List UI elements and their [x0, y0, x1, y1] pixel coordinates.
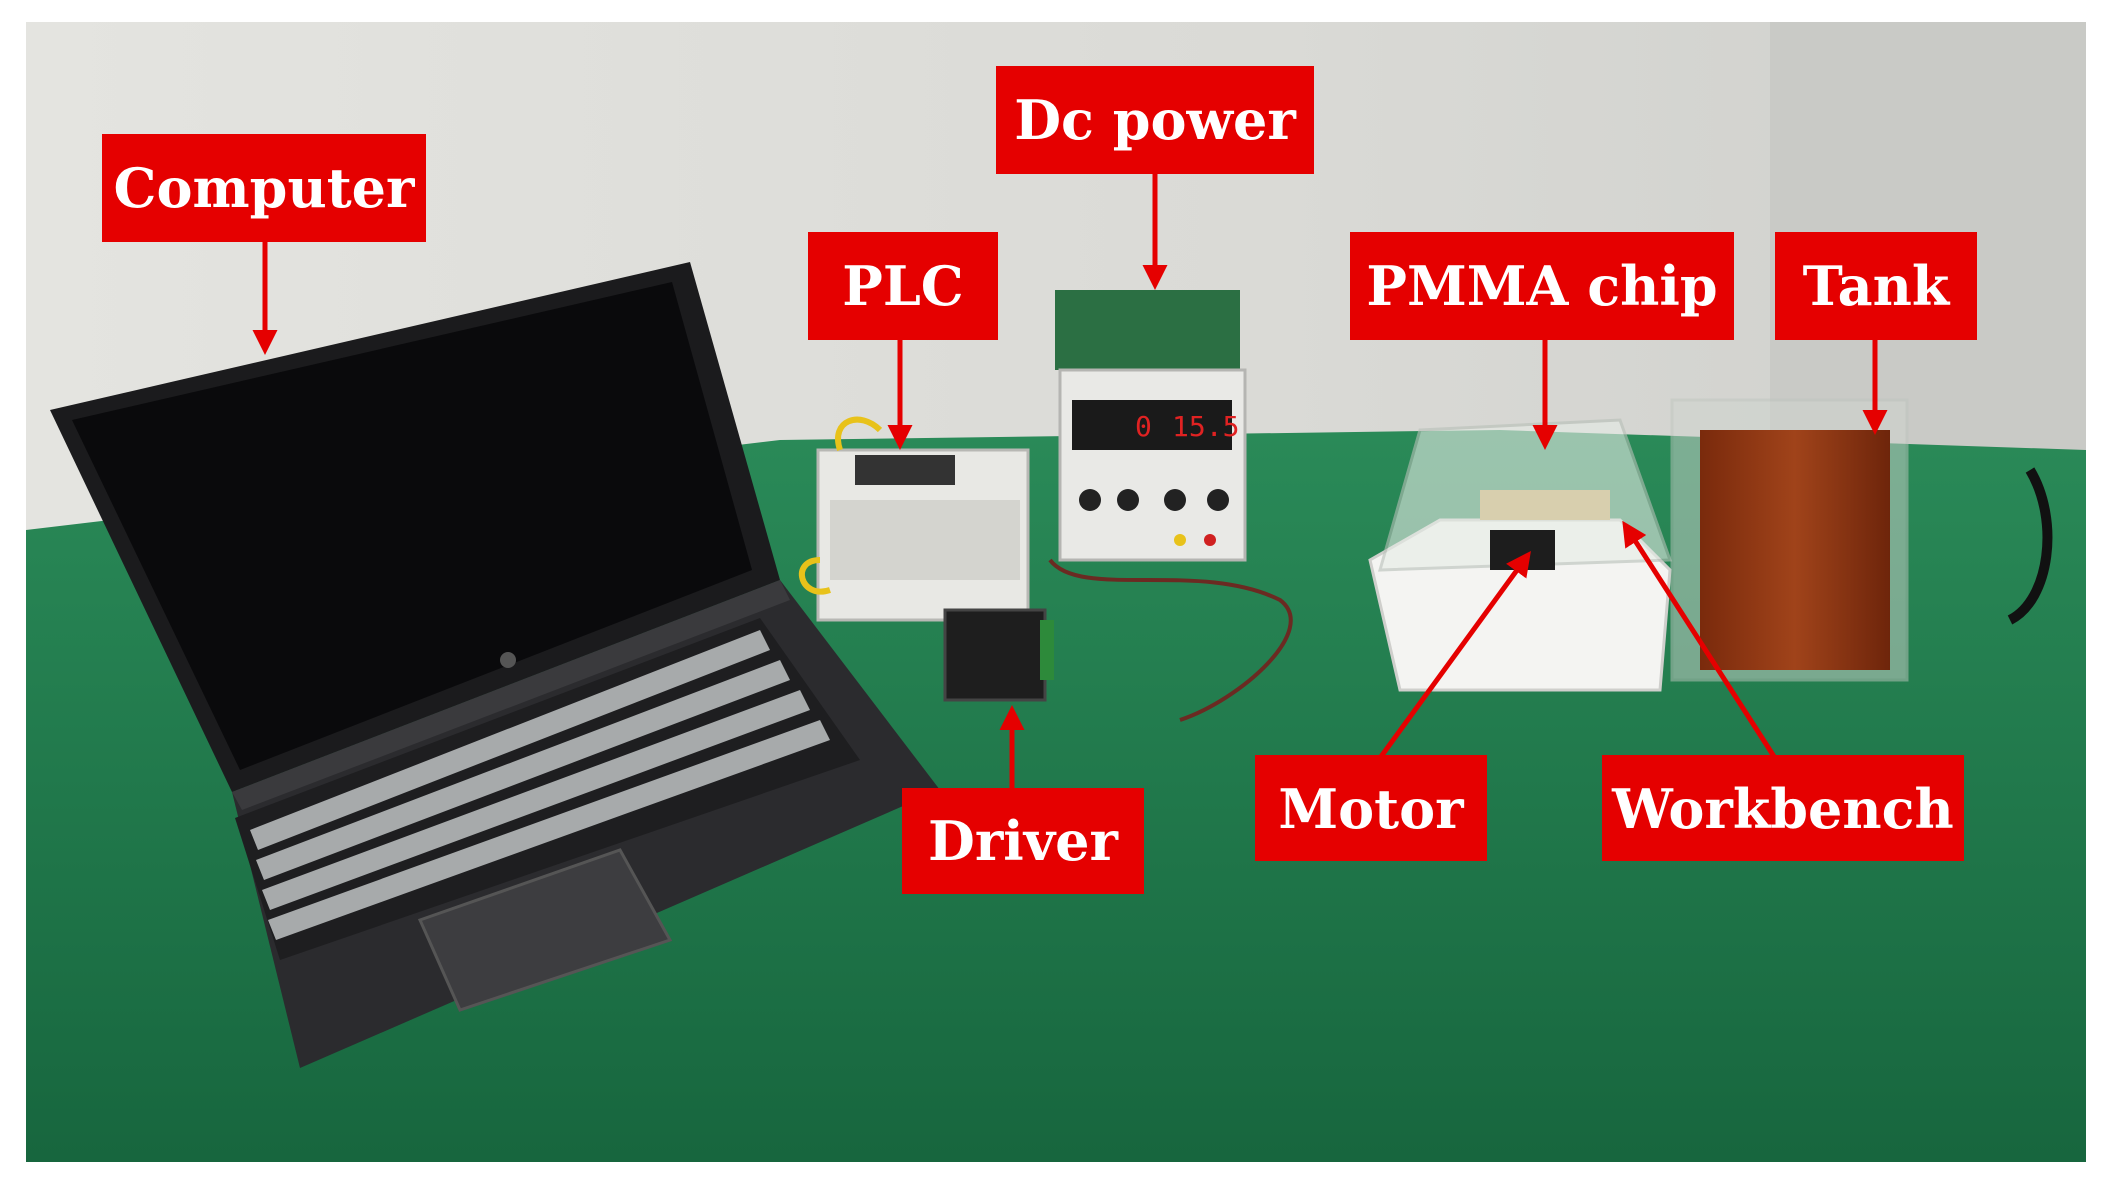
driver-unit	[943, 608, 1054, 702]
power-cable	[2007, 467, 2053, 625]
label-driver: Driver	[902, 788, 1144, 894]
label-workbench: Workbench	[1602, 755, 1964, 861]
label-driver-text: Driver	[928, 809, 1119, 873]
label-computer: Computer	[102, 134, 426, 242]
dc-power-supply: 0 15.5	[1055, 290, 1247, 562]
workbench-assembly	[1368, 418, 1673, 692]
label-workbench-text: Workbench	[1611, 777, 1954, 841]
liquid-tank	[1670, 398, 1909, 682]
plc-unit	[799, 416, 1030, 622]
label-plc: PLC	[808, 232, 998, 340]
arrow-motor	[1377, 550, 1531, 760]
psu-display-left: 0	[1135, 410, 1152, 443]
label-plc-text: PLC	[842, 254, 964, 318]
label-dc-power-text: Dc power	[1014, 88, 1296, 152]
label-pmma-chip: PMMA chip	[1350, 232, 1734, 340]
label-tank-text: Tank	[1803, 254, 1951, 318]
arrow-workbench	[1622, 520, 1778, 760]
label-motor-text: Motor	[1278, 777, 1464, 841]
annotation-arrows	[252, 172, 1888, 790]
label-computer-text: Computer	[114, 156, 415, 220]
laptop	[50, 262, 940, 1068]
wires	[1048, 558, 1293, 722]
label-tank: Tank	[1775, 232, 1977, 340]
label-dc-power: Dc power	[996, 66, 1314, 174]
psu-display-right: 15.5	[1172, 410, 1239, 443]
label-pmma-chip-text: PMMA chip	[1366, 254, 1717, 318]
label-motor: Motor	[1255, 755, 1487, 861]
